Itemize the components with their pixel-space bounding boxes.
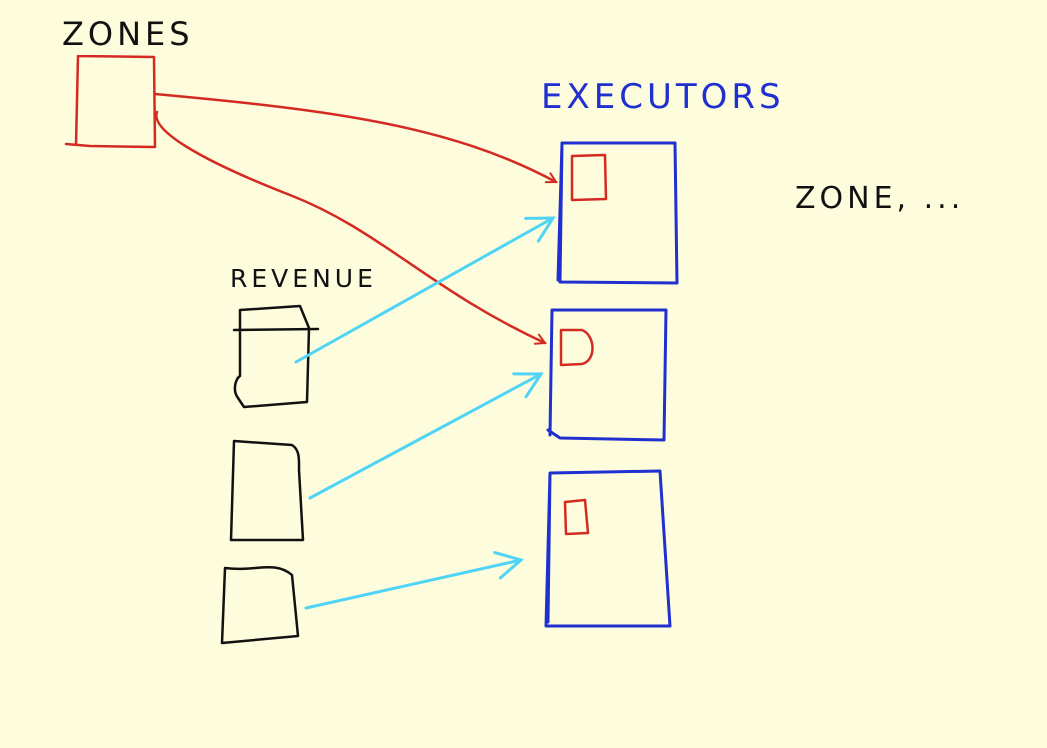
executors-label: EXECUTORS xyxy=(541,77,785,117)
zones-arrow-to-executor-2 xyxy=(155,110,545,343)
executor-box-3 xyxy=(544,469,672,628)
revenue-arrow-to-executor-3 xyxy=(304,551,525,610)
zones-arrow-to-executor-1 xyxy=(153,92,556,184)
revenue-label: REVENUE xyxy=(230,264,377,293)
revenue-box-1 xyxy=(232,304,320,409)
executor-1-zone-square xyxy=(570,153,608,202)
zones-box xyxy=(64,54,157,149)
revenue-box-3 xyxy=(220,565,300,645)
revenue-arrow-to-executor-1 xyxy=(294,216,556,364)
executor-3-zone-square xyxy=(563,498,590,536)
executor-2-zone-square xyxy=(559,328,594,367)
zone-note-label: ZONE, ... xyxy=(795,181,964,216)
revenue-arrow-to-executor-2 xyxy=(308,372,544,500)
zones-label: ZONES xyxy=(62,15,194,53)
executor-box-2 xyxy=(546,308,668,442)
revenue-box-2 xyxy=(229,439,305,542)
executor-box-1 xyxy=(556,141,679,285)
